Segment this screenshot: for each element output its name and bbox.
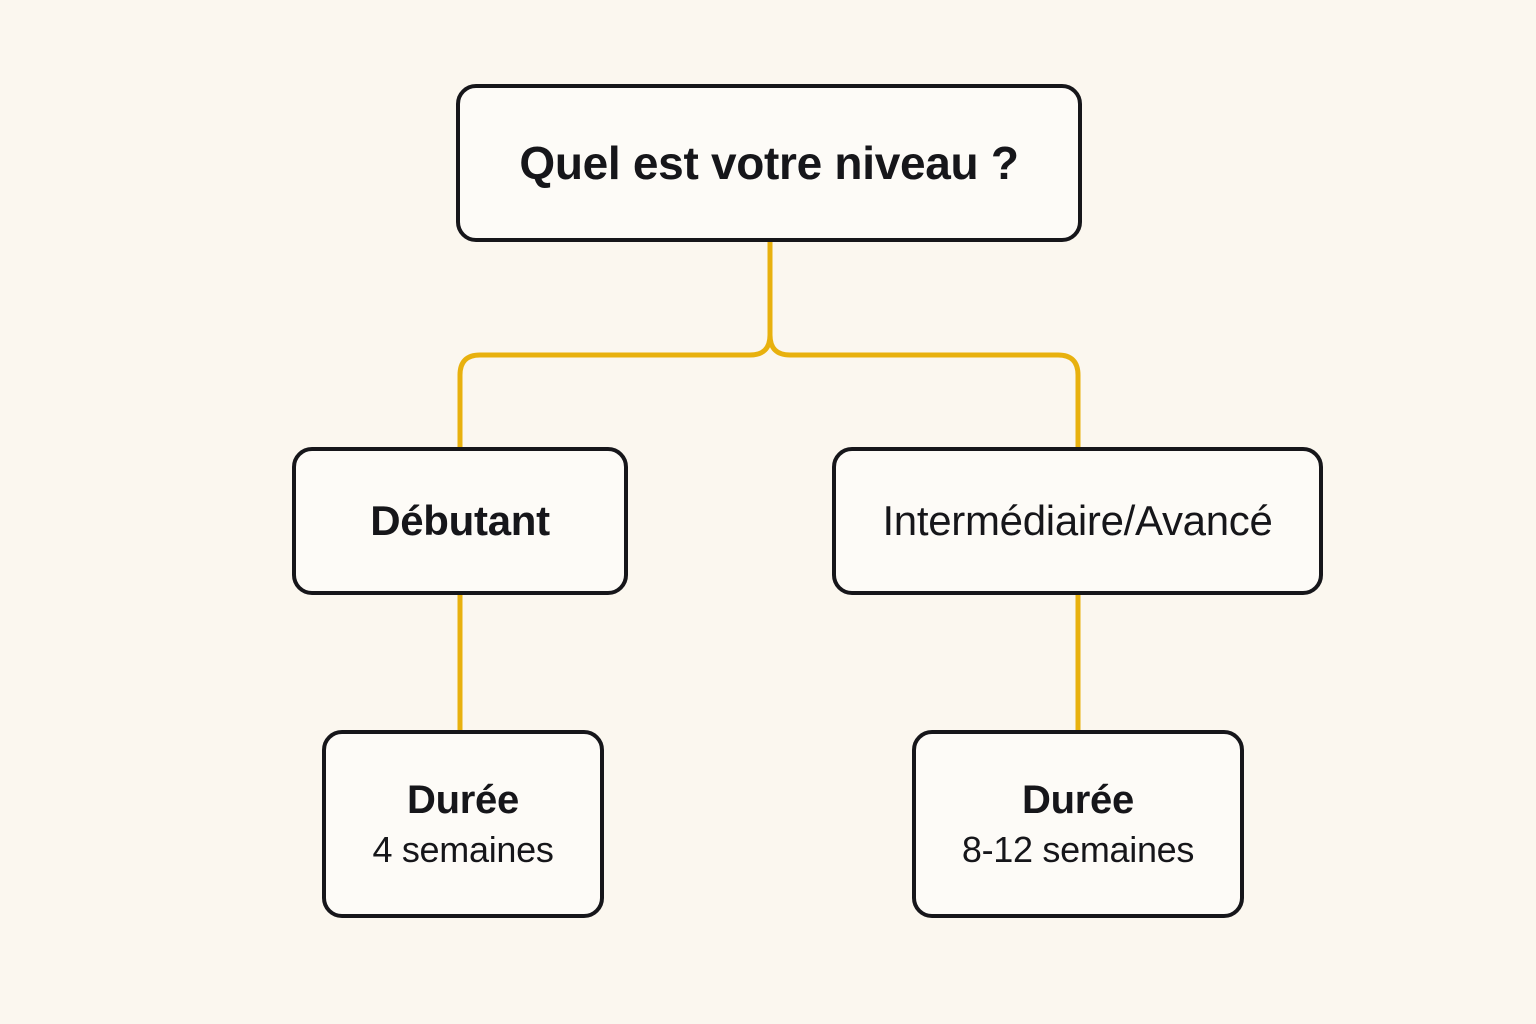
duration-advanced-value: 8-12 semaines xyxy=(961,829,1195,871)
root-question-label: Quel est votre niveau ? xyxy=(519,136,1019,189)
duration-beginner-value: 4 semaines xyxy=(372,829,554,871)
node-level-beginner[interactable]: Débutant xyxy=(292,447,628,595)
connector-root-split xyxy=(457,242,773,447)
node-root-question[interactable]: Quel est votre niveau ? xyxy=(456,84,1082,242)
node-level-intermediate-advanced[interactable]: Intermédiaire/Avancé xyxy=(832,447,1323,595)
connector-root-split-right xyxy=(767,242,1081,447)
duration-advanced-title: Durée xyxy=(1022,778,1134,823)
node-duration-beginner[interactable]: Durée 4 semaines xyxy=(322,730,604,918)
duration-beginner-title: Durée xyxy=(407,778,519,823)
beginner-label: Débutant xyxy=(370,496,550,544)
intermediate-advanced-label: Intermédiaire/Avancé xyxy=(882,496,1273,544)
node-duration-advanced[interactable]: Durée 8-12 semaines xyxy=(912,730,1244,918)
